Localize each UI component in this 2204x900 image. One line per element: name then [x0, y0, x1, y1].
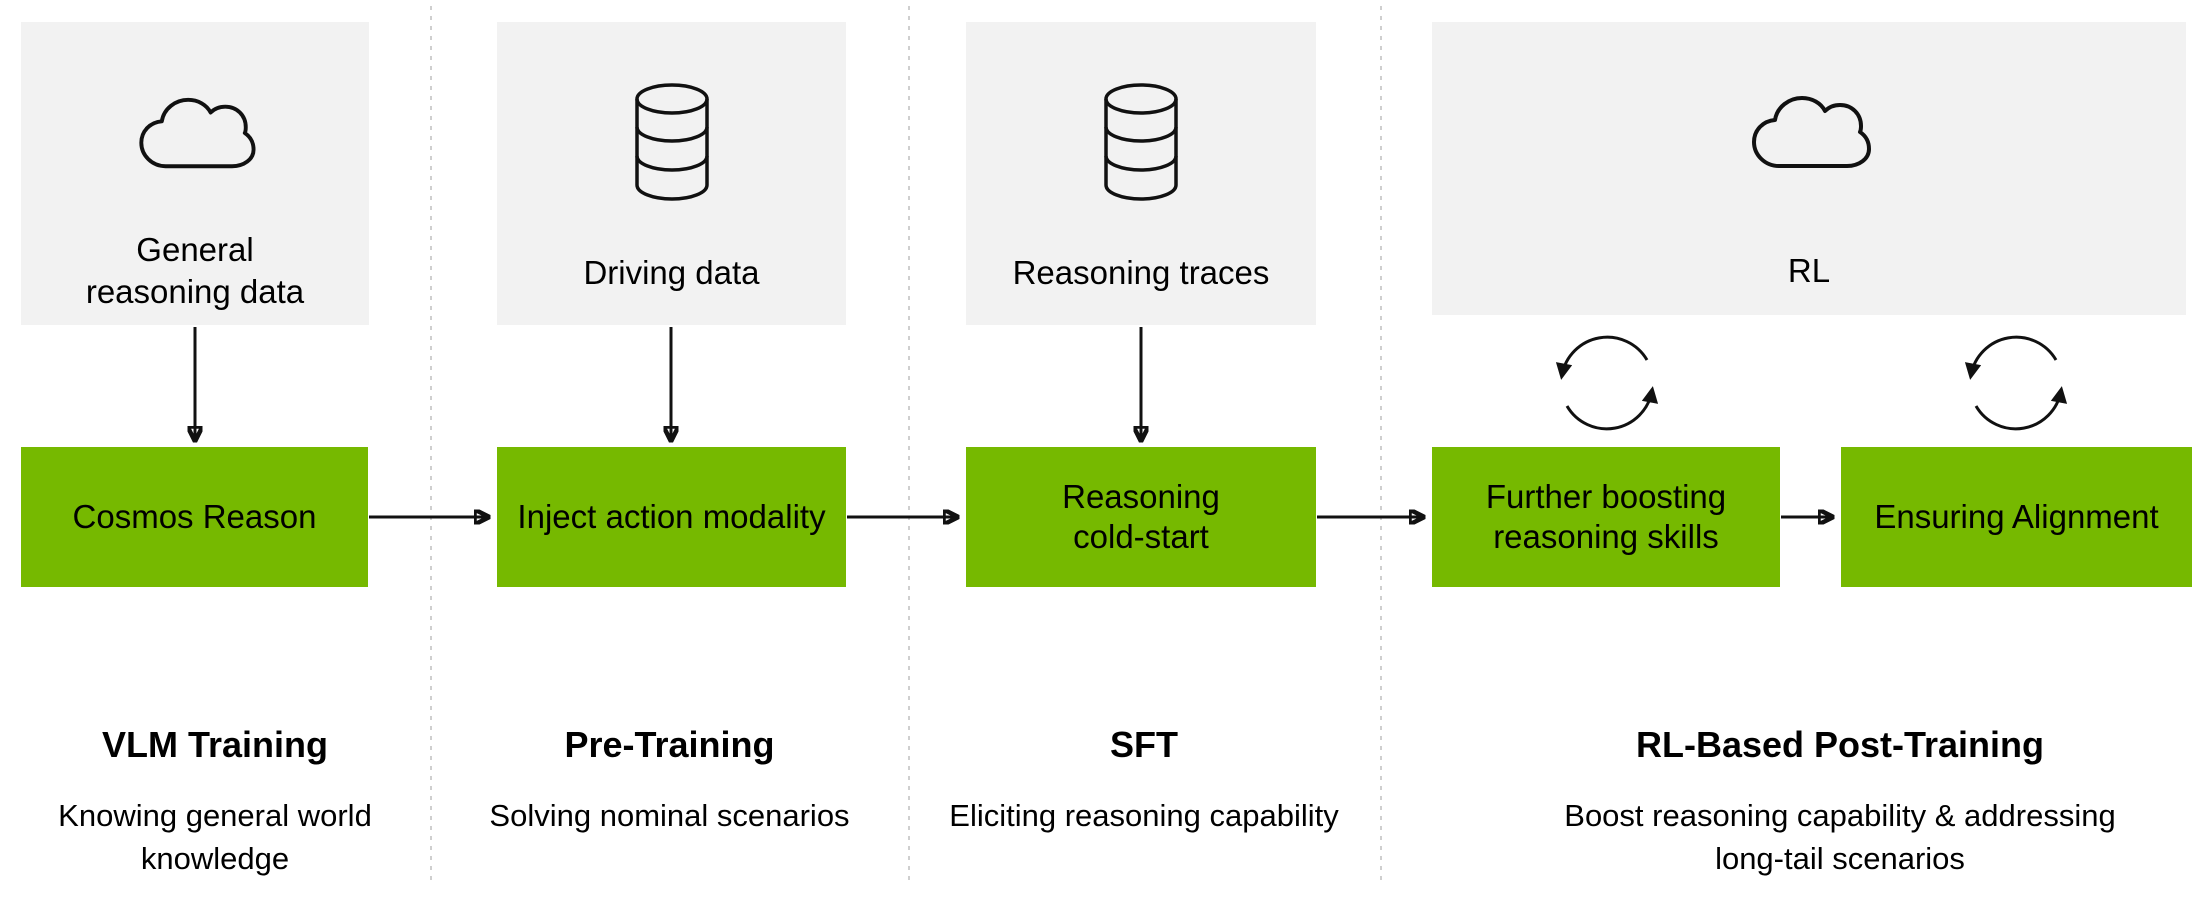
phase-title: Pre-Training [564, 724, 775, 765]
data-source-label: Driving data [583, 254, 760, 291]
column-separator [908, 6, 910, 884]
cycle-icon [1964, 335, 2068, 431]
column-separator [1380, 6, 1382, 884]
data-source-label: General reasoning data [85, 231, 305, 310]
stage-box: Further boosting reasoning skills [1432, 447, 1780, 587]
stage-box: Inject action modality [497, 447, 846, 587]
stage-box: Ensuring Alignment [1841, 447, 2192, 587]
phase-subtitle: Knowing general world knowledge [58, 798, 372, 876]
cycle-icon [1555, 335, 1659, 431]
data-source-panel: Driving data [497, 22, 846, 325]
phase-subtitle: Boost reasoning capability & addressing … [1564, 798, 2116, 876]
cloud-icon [139, 97, 256, 169]
data-source-panel: RL [1432, 22, 2186, 315]
phase-title: RL-Based Post-Training [1635, 724, 2045, 765]
database-icon [1104, 83, 1178, 201]
data-source-label: RL [1787, 252, 1831, 289]
phase-subtitle: Solving nominal scenarios [489, 798, 850, 833]
cloud-icon [1752, 96, 1871, 168]
phase-title: VLM Training [101, 724, 328, 765]
phase-title: SFT [1110, 724, 1178, 765]
data-source-panel: Reasoning traces [966, 22, 1316, 325]
stage-box: Reasoning cold-start [966, 447, 1316, 587]
column-separator [430, 6, 432, 884]
phase-subtitle: Eliciting reasoning capability [949, 798, 1339, 833]
stage-box: Cosmos Reason [21, 447, 368, 587]
data-source-panel: General reasoning data [21, 22, 369, 325]
database-icon [634, 83, 709, 201]
data-source-label: Reasoning traces [1012, 254, 1270, 291]
